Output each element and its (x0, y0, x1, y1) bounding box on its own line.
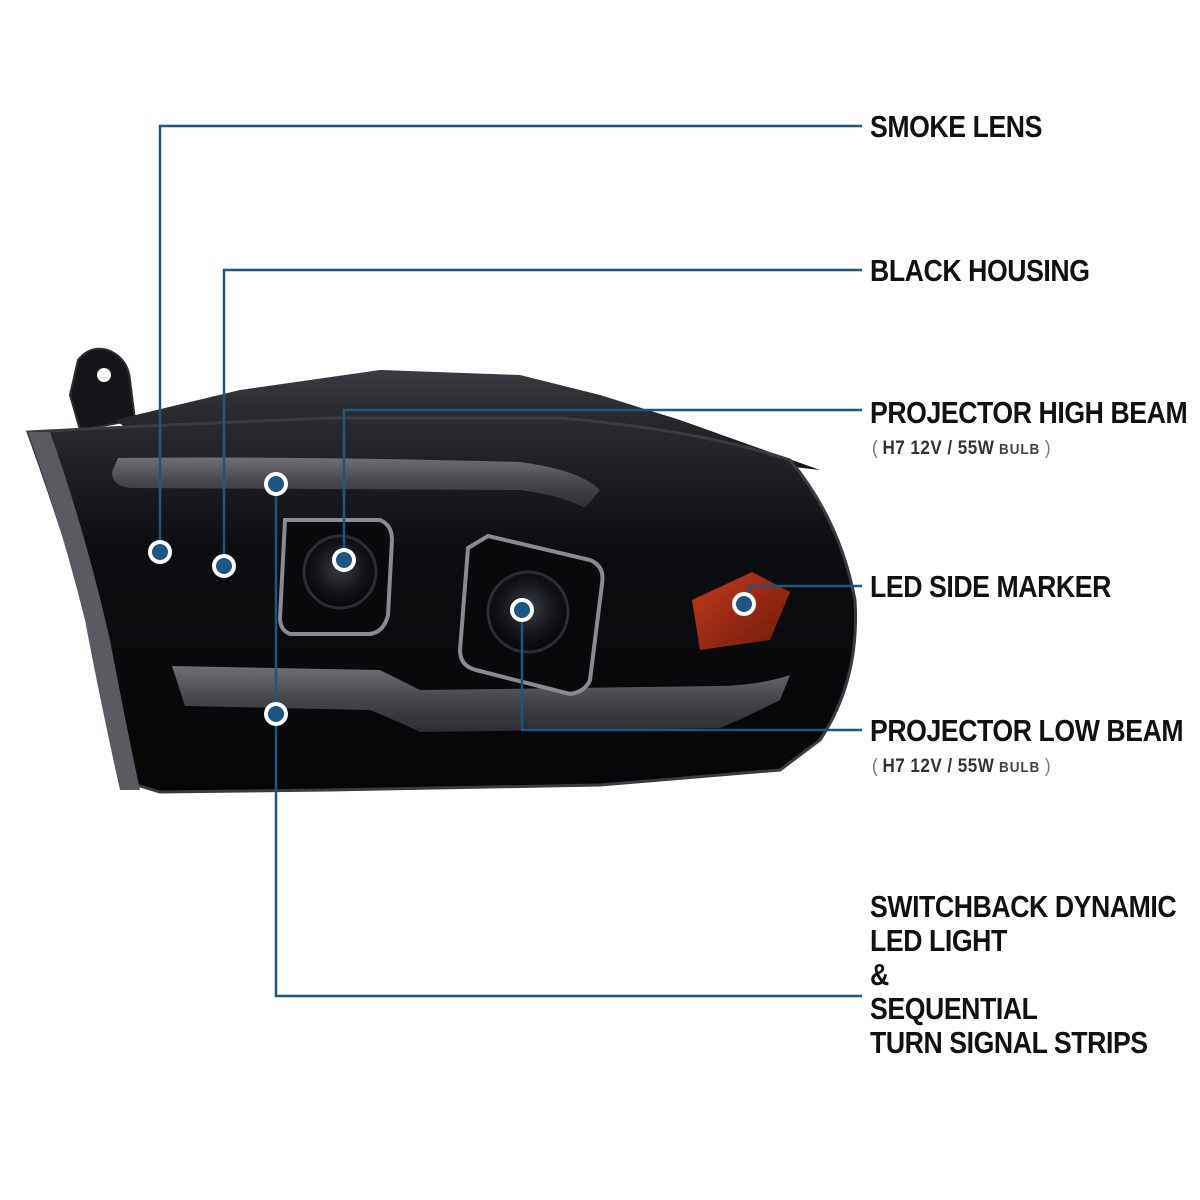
label-projector-low-beam: PROJECTOR LOW BEAM (870, 713, 1184, 748)
mounting-hole (97, 368, 111, 382)
spec-bulb-word: BULB (999, 759, 1041, 776)
callout-line-smoke-lens (158, 124, 862, 552)
lower-led-strip (172, 666, 790, 732)
label-smoke-lens: SMOKE LENS (870, 109, 1042, 144)
callout-dot-side-marker (732, 592, 756, 616)
callout-dot-smoke-lens (148, 540, 172, 564)
label-projector-high-beam: PROJECTOR HIGH BEAM (870, 395, 1188, 430)
spec-close-paren: ) (1044, 438, 1051, 459)
spec-bulb-rating: H7 12V / 55W (882, 756, 995, 777)
label-switchback-line4: SEQUENTIAL (870, 991, 1038, 1026)
label-switchback-line3: & (870, 957, 889, 992)
spec-bulb-rating: H7 12V / 55W (882, 438, 995, 459)
callout-line-low-beam (520, 610, 862, 732)
label-led-side-marker: LED SIDE MARKER (870, 569, 1111, 604)
callout-line-switchback (274, 484, 862, 998)
callout-dot-lower-strip (264, 702, 288, 726)
spec-projector-high-beam: ( H7 12V / 55W BULB ) (872, 438, 1051, 461)
callout-dot-upper-strip (264, 472, 288, 496)
callout-lines (158, 124, 862, 998)
callout-dot-black-housing (212, 554, 236, 578)
spec-open-paren: ( (872, 438, 878, 459)
callout-dot-low-beam (510, 598, 534, 622)
callout-line-black-housing (222, 268, 862, 566)
label-switchback: SWITCHBACK DYNAMIC LED LIGHT & SEQUENTIA… (870, 889, 1177, 1060)
callout-line-high-beam (342, 408, 862, 560)
spec-bulb-word: BULB (999, 441, 1041, 458)
label-black-housing: BLACK HOUSING (870, 253, 1090, 288)
callout-dots (148, 472, 756, 726)
high-beam-lens (302, 534, 378, 610)
label-switchback-line2: LED LIGHT (870, 923, 1007, 958)
spec-open-paren: ( (872, 756, 878, 777)
mounting-tab (68, 347, 137, 432)
upper-led-strip (112, 457, 600, 508)
label-switchback-line5: TURN SIGNAL STRIPS (870, 1025, 1148, 1060)
housing-edge-trim (28, 432, 140, 790)
spec-projector-low-beam: ( H7 12V / 55W BULB ) (872, 756, 1051, 779)
spec-close-paren: ) (1044, 756, 1051, 777)
label-switchback-line1: SWITCHBACK DYNAMIC (870, 889, 1177, 924)
callout-dot-high-beam (332, 548, 356, 572)
